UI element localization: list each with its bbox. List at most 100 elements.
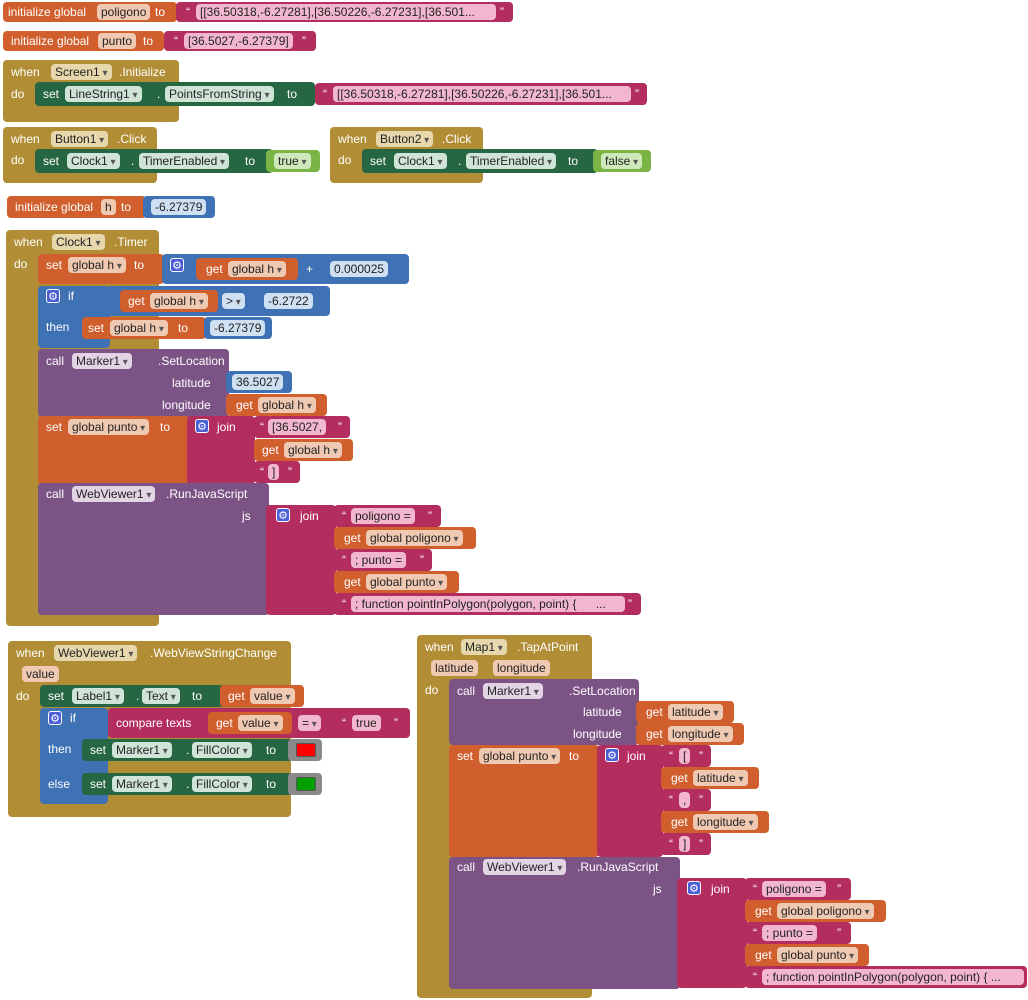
number-block-step[interactable]: 0.000025: [322, 258, 402, 280]
text-block-js-poligono[interactable]: “ poligono = ”: [334, 505, 441, 527]
text-block-polygon-points[interactable]: “ [[36.50318,-6.27281],[36.50226,-6.2723…: [315, 83, 647, 105]
get-longitude-block[interactable]: get longitude: [636, 723, 744, 745]
var-dropdown-global-punto[interactable]: global punto: [777, 947, 859, 963]
component-dropdown-map1[interactable]: Map1: [461, 639, 507, 655]
component-dropdown-button1[interactable]: Button1: [51, 131, 109, 147]
var-dropdown-global-punto[interactable]: global punto: [366, 574, 448, 590]
text-block-close-bracket[interactable]: “ ] ”: [661, 833, 711, 855]
component-dropdown-webviewer1[interactable]: WebViewer1: [483, 859, 567, 875]
text-value-js-poligono[interactable]: poligono =: [762, 881, 826, 897]
var-dropdown-global-punto[interactable]: global punto: [479, 748, 561, 764]
var-dropdown-global-h[interactable]: global h: [258, 397, 316, 413]
init-global-punto-block[interactable]: initialize global punto to: [3, 31, 164, 51]
set-clock1-timerenabled-false[interactable]: set Clock1 . TimerEnabled to: [362, 149, 598, 173]
mutator-gear-icon[interactable]: ⚙: [46, 289, 60, 303]
text-block-js-func[interactable]: “ ; function pointInPolygon(polygon, poi…: [334, 593, 641, 615]
component-dropdown-marker1[interactable]: Marker1: [72, 353, 132, 369]
property-dropdown-fillcolor[interactable]: FillColor: [192, 776, 252, 792]
mutator-gear-icon[interactable]: ⚙: [605, 748, 619, 762]
get-global-punto-block[interactable]: get global punto: [334, 571, 459, 593]
text-block-poligono[interactable]: “ [[36.50318,-6.27281],[36.50226,-6.2723…: [176, 2, 513, 22]
var-dropdown-value[interactable]: value: [250, 688, 295, 704]
join-block-punto[interactable]: ⚙ join: [187, 416, 255, 484]
number-value-reset[interactable]: -6.27379: [210, 320, 266, 336]
text-block-punto[interactable]: “ [36.5027,-6.27379] ”: [164, 31, 316, 51]
number-block-lat[interactable]: 36.5027: [226, 371, 292, 393]
set-marker1-fillcolor-green[interactable]: set Marker1 . FillColor to: [82, 773, 292, 795]
call-webviewer1-runjs[interactable]: call WebViewer1 .RunJavaScript js: [449, 857, 680, 989]
text-value-true[interactable]: true: [352, 715, 381, 731]
text-block-true[interactable]: “ true ”: [334, 712, 408, 734]
text-value-js-func[interactable]: ; function pointInPolygon(polygon, point…: [351, 596, 625, 612]
mutator-gear-icon[interactable]: ⚙: [48, 711, 62, 725]
property-dropdown-timerenabled[interactable]: TimerEnabled: [139, 153, 230, 169]
mutator-gear-icon[interactable]: ⚙: [687, 881, 701, 895]
param-latitude[interactable]: latitude: [431, 660, 478, 676]
component-dropdown-clock1[interactable]: Clock1: [52, 234, 105, 250]
var-dropdown-global-punto[interactable]: global punto: [68, 419, 150, 435]
call-marker1-setlocation[interactable]: call Marker1 .SetLocation latitude longi…: [449, 679, 639, 745]
text-block-js-poligono[interactable]: “ poligono = ”: [745, 878, 851, 900]
property-dropdown-text[interactable]: Text: [142, 688, 180, 704]
get-global-poligono-block[interactable]: get global poligono: [334, 527, 476, 549]
var-dropdown-global-poligono[interactable]: global poligono: [777, 903, 874, 919]
init-global-poligono-block[interactable]: initialize global poligono to: [3, 2, 177, 22]
text-value-punto[interactable]: [36.5027,-6.27379]: [184, 33, 293, 49]
bool-dropdown-true[interactable]: true: [274, 153, 311, 169]
component-dropdown-marker1[interactable]: Marker1: [112, 742, 172, 758]
get-global-h-block[interactable]: get global h: [120, 290, 218, 312]
bool-dropdown-false[interactable]: false: [601, 153, 643, 169]
var-dropdown-value[interactable]: value: [238, 715, 283, 731]
set-marker1-fillcolor-red[interactable]: set Marker1 . FillColor to: [82, 739, 292, 761]
get-global-poligono-block[interactable]: get global poligono: [745, 900, 886, 922]
text-block-punto-prefix[interactable]: “ [36.5027, ”: [254, 416, 350, 438]
component-dropdown-marker1[interactable]: Marker1: [112, 776, 172, 792]
text-block-js-punto[interactable]: “ ; punto = ”: [745, 922, 851, 944]
mutator-gear-icon[interactable]: ⚙: [195, 419, 209, 433]
var-dropdown-global-h[interactable]: global h: [110, 320, 168, 336]
var-dropdown-global-h[interactable]: global h: [284, 442, 342, 458]
get-value-block[interactable]: get value: [220, 685, 304, 707]
init-global-h-block[interactable]: initialize global h to: [7, 196, 146, 218]
var-dropdown-global-poligono[interactable]: global poligono: [366, 530, 463, 546]
component-dropdown-clock1[interactable]: Clock1: [67, 153, 120, 169]
component-dropdown-screen1[interactable]: Screen1: [51, 64, 112, 80]
property-dropdown-timerenabled[interactable]: TimerEnabled: [466, 153, 557, 169]
text-block-js-func[interactable]: “ ; function pointInPolygon(polygon, poi…: [745, 966, 1027, 988]
color-block-red[interactable]: [288, 739, 322, 761]
var-dropdown-global-h[interactable]: global h: [68, 257, 126, 273]
component-dropdown-clock1[interactable]: Clock1: [394, 153, 447, 169]
text-value-js-func[interactable]: ; function pointInPolygon(polygon, point…: [762, 969, 1024, 985]
color-swatch-green[interactable]: [296, 777, 316, 791]
text-value-polygon-points[interactable]: [[36.50318,-6.27281],[36.50226,-6.27231]…: [333, 86, 631, 102]
number-block-h-init[interactable]: -6.27379: [143, 196, 215, 218]
call-webviewer1-runjs[interactable]: call WebViewer1 .RunJavaScript js: [38, 483, 269, 615]
text-value-poligono[interactable]: [[36.50318,-6.27281],[36.50226,-6.27231]…: [196, 4, 496, 20]
text-value-js-punto[interactable]: ; punto =: [351, 552, 407, 568]
var-dropdown-longitude[interactable]: longitude: [693, 814, 758, 830]
set-label1-text-block[interactable]: set Label1 . Text to: [40, 685, 224, 707]
text-block-close-bracket[interactable]: “ ] ”: [254, 461, 300, 483]
text-block-js-punto[interactable]: “ ; punto = ”: [334, 549, 432, 571]
var-dropdown-longitude[interactable]: longitude: [668, 726, 733, 742]
number-block-limit[interactable]: -6.2722: [258, 290, 324, 312]
join-block-js[interactable]: ⚙ join: [266, 505, 336, 615]
get-value-block[interactable]: get value: [208, 712, 292, 734]
get-global-punto-block[interactable]: get global punto: [745, 944, 869, 966]
color-block-green[interactable]: [288, 773, 322, 795]
number-value-limit[interactable]: -6.2722: [264, 293, 313, 309]
text-value-close-bracket[interactable]: ]: [679, 836, 691, 852]
bool-true-block[interactable]: true: [266, 150, 320, 172]
set-global-h-block[interactable]: set global h to: [38, 254, 164, 284]
set-linestring-points-block[interactable]: set LineString1 . PointsFromString to: [35, 82, 315, 106]
component-dropdown-label1[interactable]: Label1: [72, 688, 124, 704]
param-longitude[interactable]: longitude: [493, 660, 550, 676]
get-global-h-block[interactable]: get global h: [226, 394, 327, 416]
text-value-close-bracket[interactable]: ]: [268, 464, 280, 480]
compare-operator-dropdown[interactable]: =: [298, 715, 321, 731]
var-name-poligono[interactable]: poligono: [97, 4, 151, 20]
mutator-gear-icon[interactable]: ⚙: [170, 258, 184, 272]
number-value-lat[interactable]: 36.5027: [232, 374, 284, 390]
get-global-h-block[interactable]: get global h: [254, 439, 353, 461]
var-dropdown-global-h[interactable]: global h: [228, 261, 286, 277]
